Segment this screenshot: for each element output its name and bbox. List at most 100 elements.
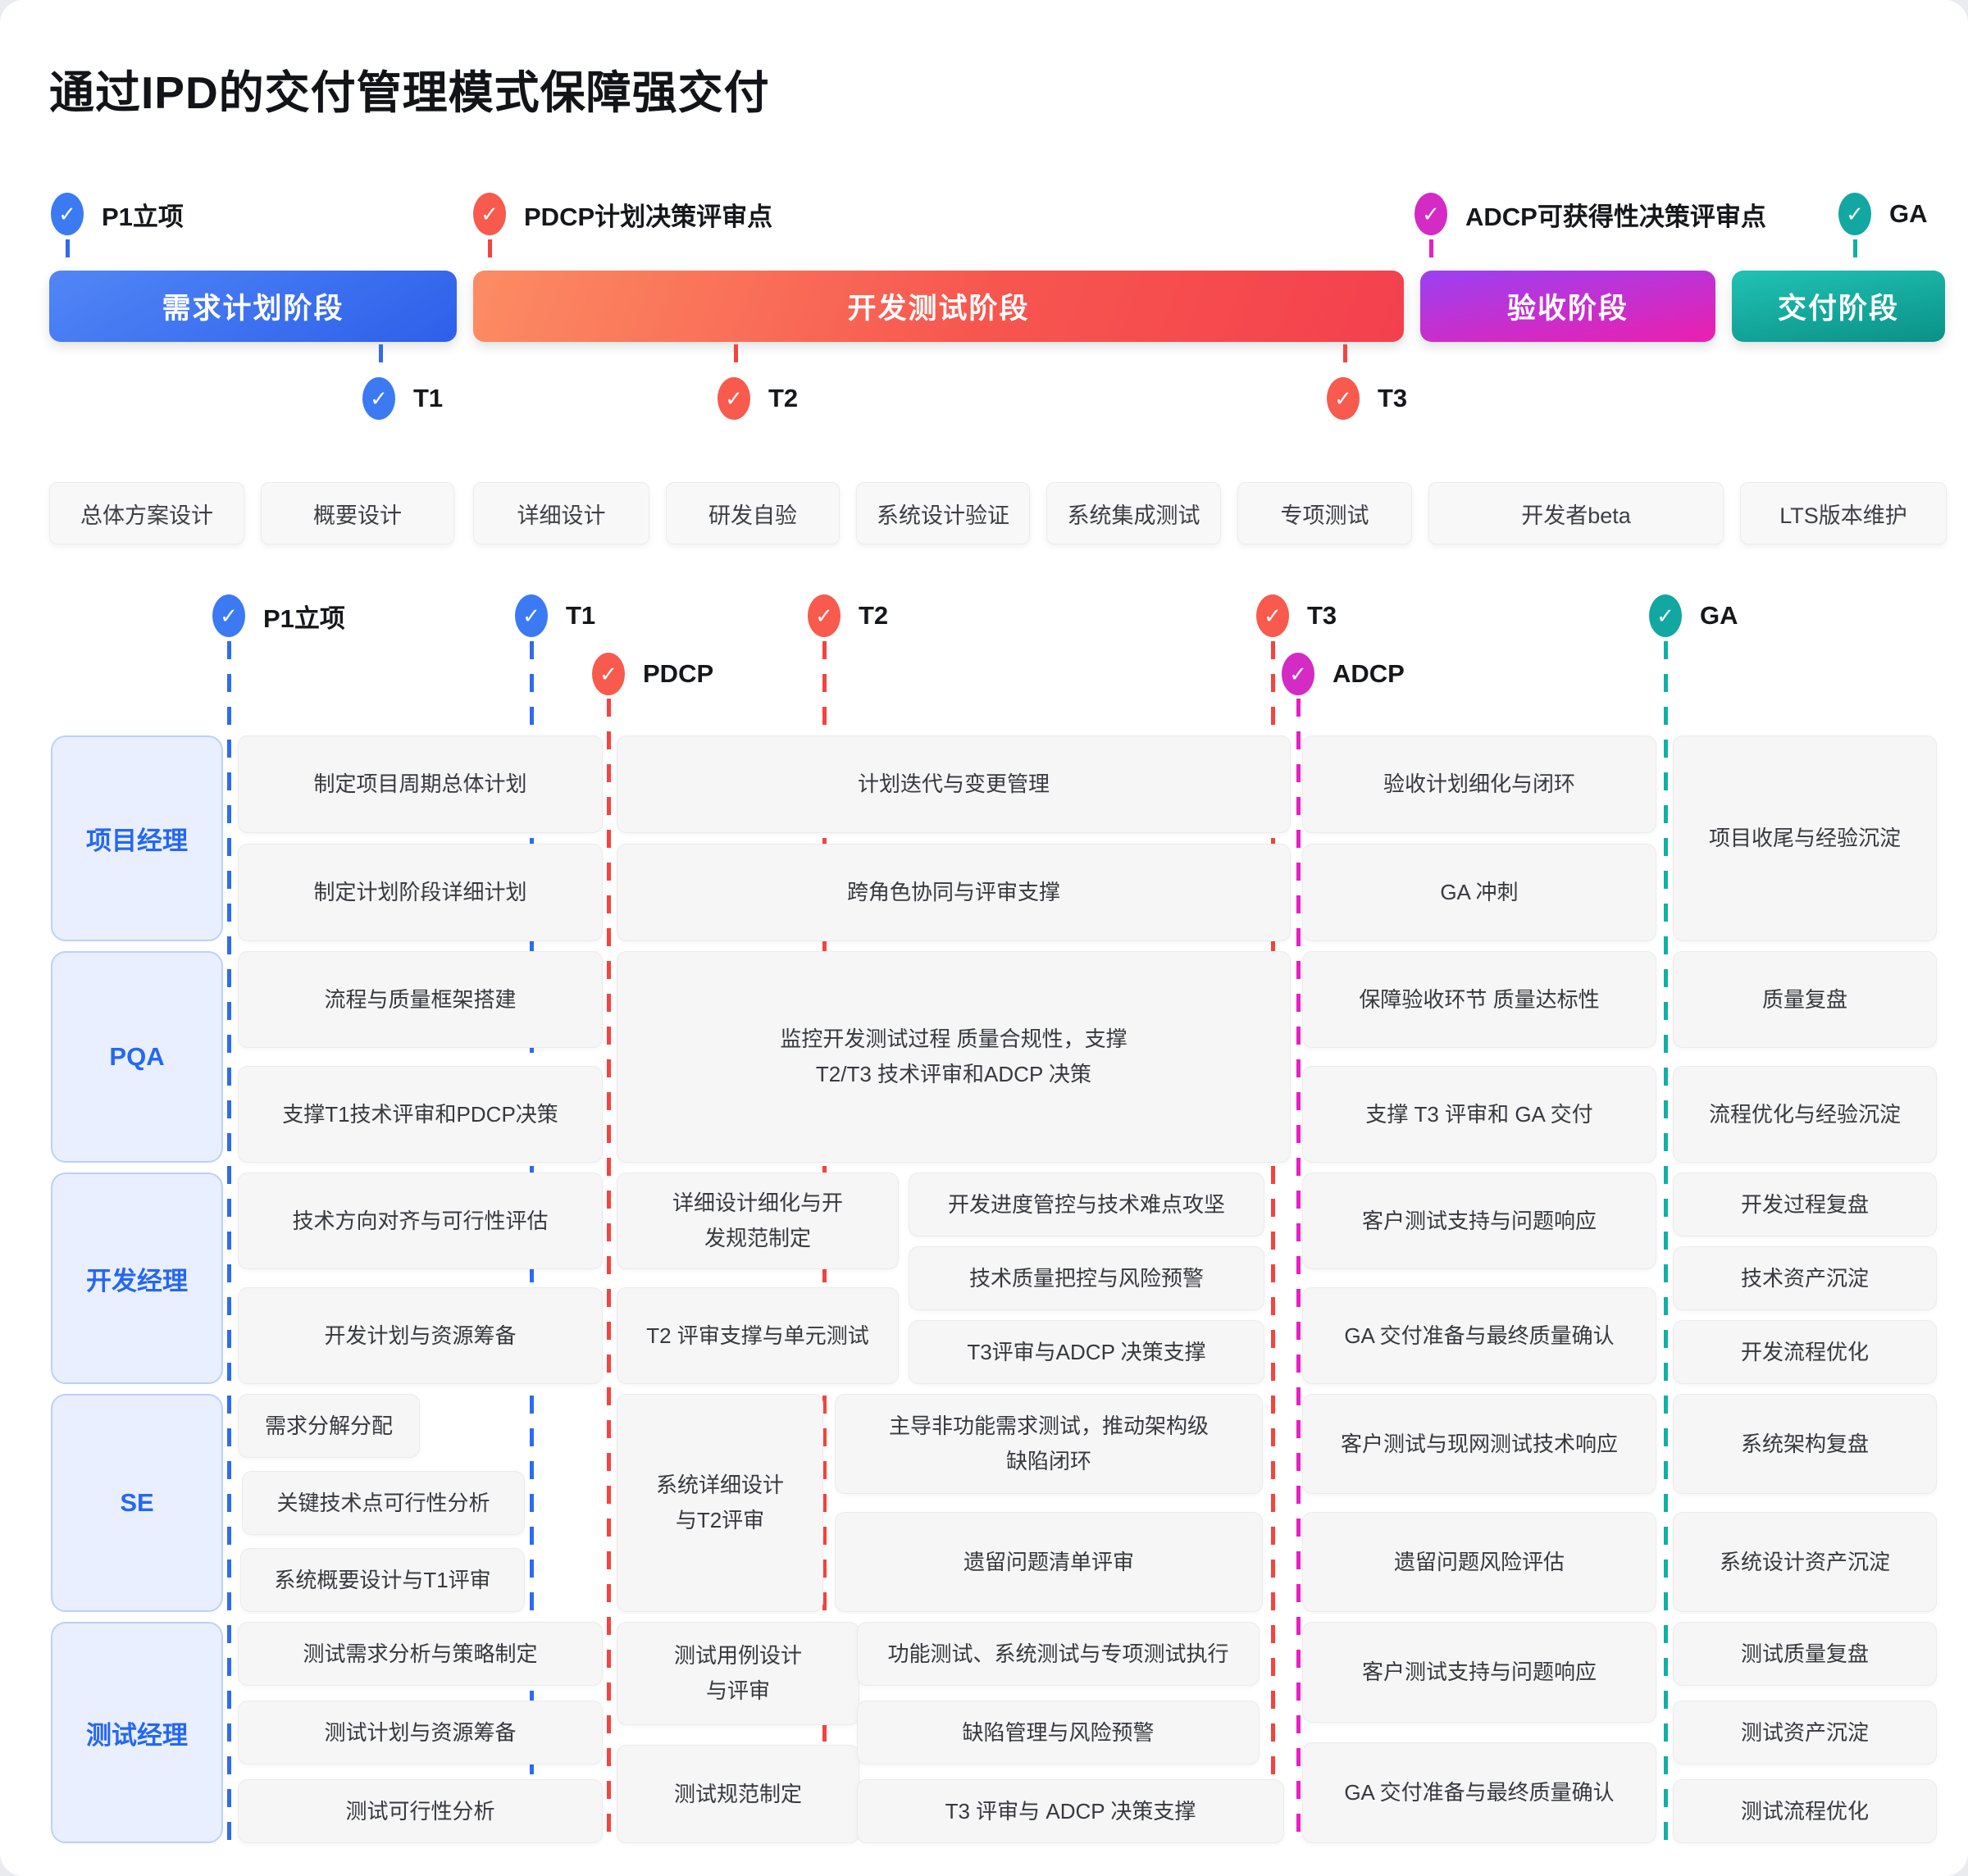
task-box: 客户测试支持与问题响应 xyxy=(1302,1622,1656,1723)
stage-box: 研发自验 xyxy=(666,482,840,544)
task-box: 质量复盘 xyxy=(1673,951,1937,1048)
stage-box: 系统设计验证 xyxy=(856,482,1030,544)
milestone-adcp: ✓ ADCP可获得性决策评审点 xyxy=(1414,193,1766,235)
swimlane-marker-label: T1 xyxy=(566,601,596,630)
timeline-line-t3 xyxy=(1271,641,1275,1846)
dashed-connector xyxy=(66,239,70,267)
task-box: 技术质量把控与风险预警 xyxy=(909,1246,1264,1310)
timeline-line-p1 xyxy=(227,641,231,1846)
milestone-ga: ✓ GA xyxy=(1838,193,1928,235)
tech-review-label: T3 xyxy=(1378,384,1408,412)
tech-review-t2: ✓ T2 xyxy=(718,377,798,420)
role-label-devmgr: 开发经理 xyxy=(51,1172,223,1384)
task-box: 跨角色协同与评审支撑 xyxy=(617,844,1291,941)
task-box: 制定项目周期总体计划 xyxy=(238,735,603,833)
task-box: 保障验收环节 质量达标性 xyxy=(1302,951,1656,1048)
task-box: 系统设计资产沉淀 xyxy=(1673,1512,1937,1612)
task-box: 开发进度管控与技术难点攻坚 xyxy=(909,1172,1264,1236)
task-box: 测试计划与资源筹备 xyxy=(238,1701,603,1764)
task-box: 遗留问题清单评审 xyxy=(835,1512,1263,1612)
tech-review-label: T1 xyxy=(413,384,444,412)
task-box: 技术方向对齐与可行性评估 xyxy=(238,1172,603,1269)
tech-review-t1: ✓ T1 xyxy=(362,377,443,420)
stage-box: 概要设计 xyxy=(261,482,454,544)
swimlane-marker-label: T2 xyxy=(859,601,889,630)
task-box: GA 交付准备与最终质量确认 xyxy=(1302,1742,1656,1843)
swimlane-pm: 项目经理 制定项目周期总体计划 制定计划阶段详细计划 计划迭代与变更管理 跨角色… xyxy=(0,735,1968,941)
check-icon: ✓ xyxy=(362,377,395,420)
timeline-line-adcp xyxy=(1296,699,1301,1846)
swimlane-marker-label: ADCP xyxy=(1332,659,1405,688)
task-box: 测试规范制定 xyxy=(617,1745,859,1843)
swimlane-devmgr: 开发经理 技术方向对齐与可行性评估 开发计划与资源筹备 详细设计细化与开 发规范… xyxy=(0,1172,1968,1384)
stage-box: 专项测试 xyxy=(1237,482,1412,544)
timeline-line-pdcp xyxy=(607,699,611,1846)
task-box: GA 冲刺 xyxy=(1302,844,1656,941)
dashed-connector xyxy=(1343,344,1347,376)
task-box: 关键技术点可行性分析 xyxy=(242,1471,525,1535)
task-box: 计划迭代与变更管理 xyxy=(617,735,1291,833)
milestone-label: PDCP计划决策评审点 xyxy=(524,202,773,231)
stage-box: LTS版本维护 xyxy=(1740,482,1947,544)
page-title: 通过IPD的交付管理模式保障强交付 xyxy=(49,67,770,118)
stage-box: 详细设计 xyxy=(473,482,649,544)
swimlane-marker-label: T3 xyxy=(1307,601,1337,630)
swimlane-marker-label: PDCP xyxy=(643,659,714,688)
swimlane-testmgr: 测试经理 测试需求分析与策略制定 测试计划与资源筹备 测试可行性分析 测试用例设… xyxy=(0,1622,1968,1843)
task-box: 流程优化与经验沉淀 xyxy=(1673,1066,1937,1163)
role-label-pm: 项目经理 xyxy=(51,735,223,941)
role-label-pqa: PQA xyxy=(51,951,223,1163)
task-box: 流程与质量框架搭建 xyxy=(238,951,603,1048)
phase-bar-accept: 验收阶段 xyxy=(1420,271,1715,342)
task-box: 遗留问题风险评估 xyxy=(1302,1512,1656,1612)
task-box: 开发过程复盘 xyxy=(1673,1172,1937,1236)
milestone-pdcp: ✓ PDCP计划决策评审点 xyxy=(473,193,772,235)
task-box: 支撑 T3 评审和 GA 交付 xyxy=(1302,1066,1656,1163)
check-icon: ✓ xyxy=(212,594,245,637)
check-icon: ✓ xyxy=(1414,193,1447,235)
check-icon: ✓ xyxy=(1838,193,1871,235)
task-box: 系统详细设计 与T2评审 xyxy=(617,1394,823,1612)
task-box: 验收计划细化与闭环 xyxy=(1302,735,1656,833)
swimlane-marker-pdcp: ✓ PDCP xyxy=(592,653,713,695)
task-box: T3评审与ADCP 决策支撑 xyxy=(909,1320,1264,1384)
check-icon: ✓ xyxy=(51,193,84,235)
check-icon: ✓ xyxy=(718,377,750,420)
phase-bar-delivery: 交付阶段 xyxy=(1732,271,1945,342)
milestone-label: GA xyxy=(1889,199,1928,228)
dashed-connector xyxy=(379,344,383,376)
milestone-p1: ✓ P1立项 xyxy=(51,193,184,235)
check-icon: ✓ xyxy=(1327,377,1360,420)
task-box: 技术资产沉淀 xyxy=(1673,1246,1937,1310)
task-box: 开发计划与资源筹备 xyxy=(238,1287,603,1384)
swimlane-marker-ga: ✓ GA xyxy=(1649,594,1738,637)
phase-bar-devtest: 开发测试阶段 xyxy=(473,271,1404,342)
role-label-se: SE xyxy=(51,1394,223,1612)
timeline-line-ga xyxy=(1664,641,1668,1846)
swimlane-marker-p1: ✓ P1立项 xyxy=(212,594,345,637)
swimlane-marker-t1: ✓ T1 xyxy=(515,594,595,637)
task-box: 测试资产沉淀 xyxy=(1673,1701,1937,1764)
tech-review-label: T2 xyxy=(768,384,799,412)
check-icon: ✓ xyxy=(515,594,548,637)
task-box: 客户测试支持与问题响应 xyxy=(1302,1172,1656,1269)
task-box: 需求分解分配 xyxy=(238,1394,420,1458)
task-box: T3 评审与 ADCP 决策支撑 xyxy=(857,1779,1284,1843)
task-box: 系统架构复盘 xyxy=(1673,1394,1937,1494)
stage-box: 系统集成测试 xyxy=(1046,482,1221,544)
task-box: 缺陷管理与风险预警 xyxy=(857,1701,1260,1764)
check-icon: ✓ xyxy=(808,594,840,637)
task-box: 测试流程优化 xyxy=(1673,1779,1937,1843)
task-box: 测试质量复盘 xyxy=(1673,1622,1937,1686)
milestone-label: ADCP可获得性决策评审点 xyxy=(1465,202,1766,231)
swimlane-marker-t3: ✓ T3 xyxy=(1256,594,1337,637)
task-box: 开发流程优化 xyxy=(1673,1320,1937,1384)
role-label-testmgr: 测试经理 xyxy=(51,1622,223,1843)
task-box: 功能测试、系统测试与专项测试执行 xyxy=(857,1622,1260,1686)
check-icon: ✓ xyxy=(1282,653,1314,695)
task-box: 测试用例设计 与评审 xyxy=(617,1622,859,1725)
tech-review-t3: ✓ T3 xyxy=(1327,377,1407,420)
phase-bar-plan: 需求计划阶段 xyxy=(49,271,457,342)
swimlane-pqa: PQA 流程与质量框架搭建 支撑T1技术评审和PDCP决策 监控开发测试过程 质… xyxy=(0,951,1968,1163)
swimlane-marker-adcp: ✓ ADCP xyxy=(1282,653,1405,695)
